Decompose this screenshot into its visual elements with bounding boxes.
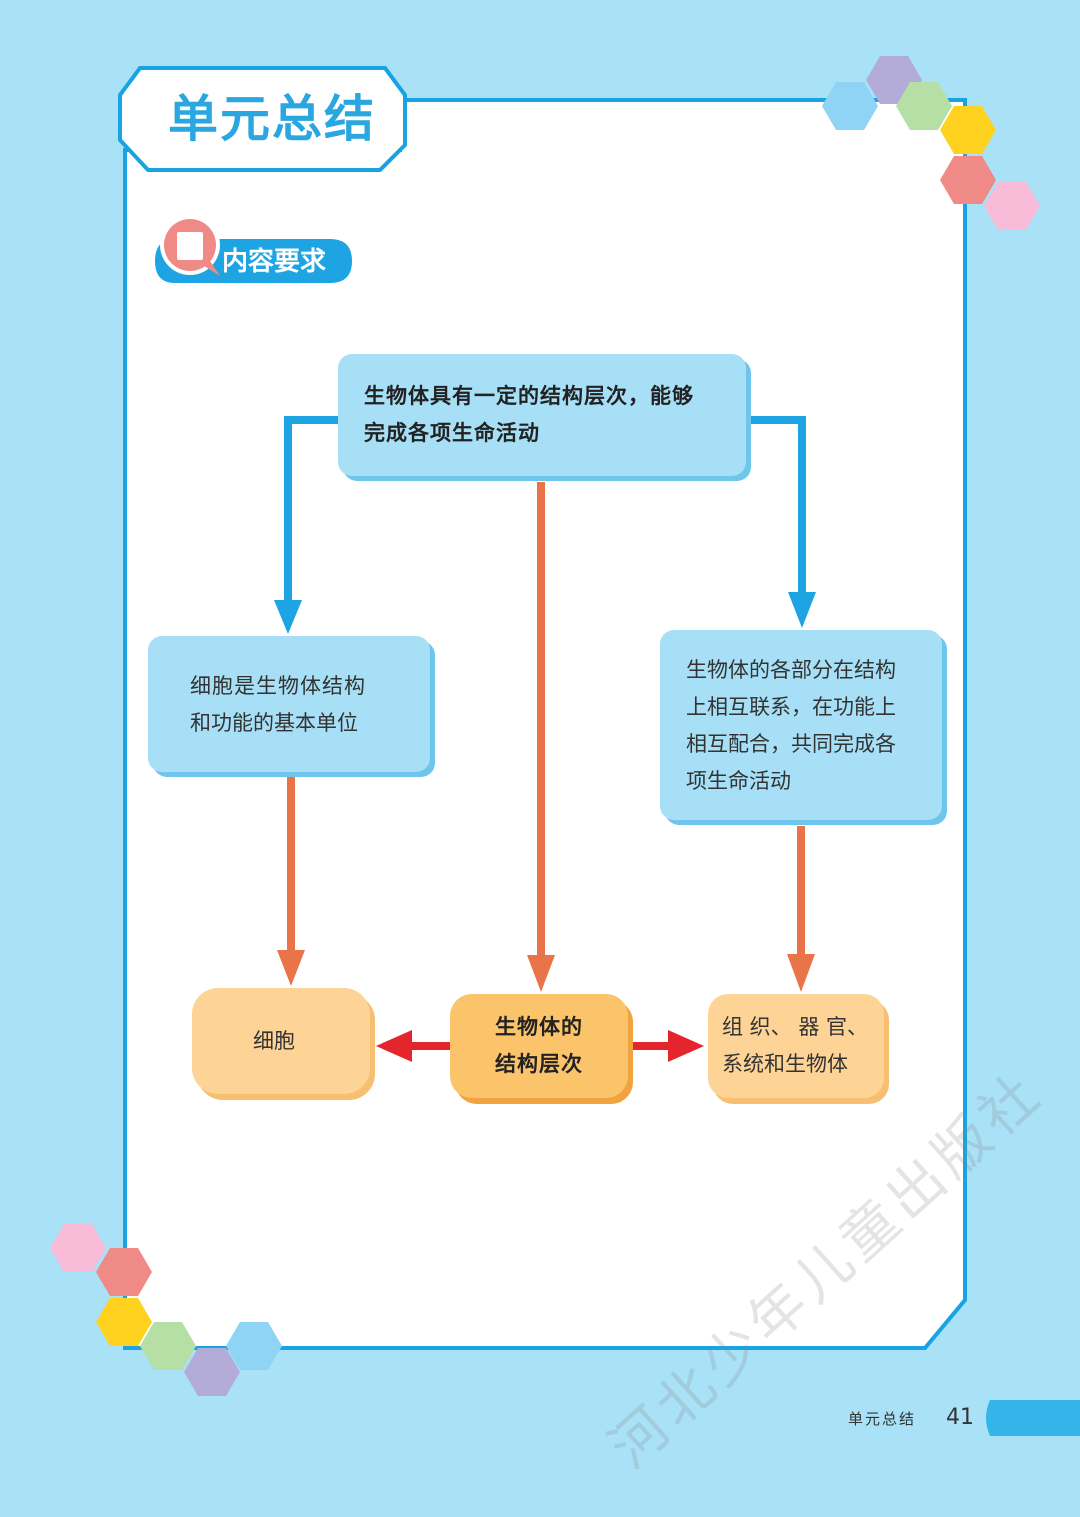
box-left-line1: 细胞是生物体结构 bbox=[190, 674, 366, 698]
page-title: 单元总结 bbox=[168, 90, 376, 148]
hexagon-decoration-bottom bbox=[50, 1224, 282, 1396]
box-bottom-right-line1: 组 织、 器 官、 bbox=[722, 1015, 869, 1039]
box-bottom-left: 细胞 bbox=[192, 988, 370, 1094]
footer-unit-label: 单元总结 bbox=[848, 1410, 917, 1428]
arrow-center-to-systems bbox=[630, 1042, 670, 1050]
arrow-top-to-left-head bbox=[274, 600, 302, 634]
box-top: 生物体具有一定的结构层次，能够 完成各项生命活动 bbox=[338, 354, 746, 476]
arrow-top-to-right bbox=[748, 416, 806, 596]
box-bottom-center-line1: 生物体的 bbox=[495, 1015, 583, 1039]
speech-bubble-icon bbox=[160, 215, 220, 276]
footer-bar bbox=[986, 1400, 1080, 1436]
arrow-top-to-left bbox=[284, 416, 340, 604]
arrow-top-to-center-head bbox=[527, 955, 555, 992]
box-right: 生物体的各部分在结构 上相互联系，在功能上 相互配合，共同完成各 项生命活动 bbox=[660, 630, 942, 820]
box-right-line2: 上相互联系，在功能上 bbox=[686, 695, 896, 719]
box-right-line1: 生物体的各部分在结构 bbox=[686, 658, 896, 682]
arrow-center-to-cell bbox=[410, 1042, 452, 1050]
page-number: 41 bbox=[946, 1405, 974, 1430]
arrow-right-to-systems-head bbox=[787, 954, 815, 992]
box-left: 细胞是生物体结构 和功能的基本单位 bbox=[148, 636, 430, 772]
hexagon-decoration-top bbox=[822, 56, 1040, 230]
arrow-center-to-cell-head bbox=[376, 1030, 412, 1062]
box-bottom-center-line2: 结构层次 bbox=[495, 1052, 583, 1076]
box-right-line4: 项生命活动 bbox=[686, 769, 791, 793]
box-top-line2: 完成各项生命活动 bbox=[364, 421, 540, 445]
box-bottom-right-line2: 系统和生物体 bbox=[722, 1052, 848, 1076]
arrow-left-to-cell bbox=[287, 776, 295, 952]
box-right-line3: 相互配合，共同完成各 bbox=[686, 732, 896, 756]
arrow-top-to-right-head bbox=[788, 592, 816, 628]
arrow-center-to-systems-head bbox=[668, 1030, 704, 1062]
section-tag-label: 内容要求 bbox=[222, 247, 327, 277]
box-bottom-center: 生物体的 结构层次 bbox=[450, 994, 628, 1098]
title-tab bbox=[118, 66, 407, 172]
arrow-top-to-center bbox=[537, 482, 545, 958]
box-left-line2: 和功能的基本单位 bbox=[190, 711, 358, 735]
box-bottom-left-text: 细胞 bbox=[253, 1028, 295, 1053]
arrow-right-to-systems bbox=[797, 826, 805, 956]
box-top-line1: 生物体具有一定的结构层次，能够 bbox=[364, 384, 694, 408]
arrow-left-to-cell-head bbox=[277, 950, 305, 986]
box-bottom-right: 组 织、 器 官、 系统和生物体 bbox=[708, 994, 884, 1098]
